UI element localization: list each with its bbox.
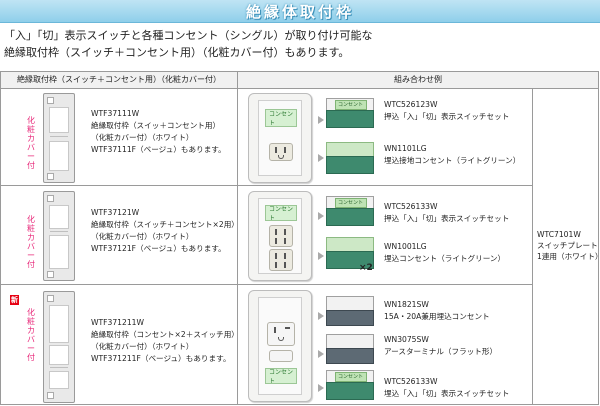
frame-illustration: [43, 93, 75, 183]
intro-line-2: 絶縁取付枠（スイッチ＋コンセント用）（化粧カバー付）もあります。: [4, 46, 350, 59]
new-badge: 新: [10, 295, 19, 305]
outlet-face: [269, 249, 293, 271]
title-banner: 絶縁体取付枠: [0, 0, 600, 23]
cover-label: 化粧カバー付: [27, 116, 35, 170]
outlet-face: [269, 143, 293, 161]
module-code: WTC526133W: [384, 377, 438, 386]
plate-desc: スイッチプレート・: [537, 241, 600, 250]
switch-window: コンセント: [265, 368, 297, 385]
frame-desc: （化粧カバー付）（ホワイト）: [91, 342, 194, 351]
module-code: WN1001LG: [384, 242, 427, 251]
quantity-multiplier: ×2: [359, 263, 373, 273]
plate-desc: 1連用（ホワイト）: [537, 252, 600, 261]
frame-desc: 絶縁取付枠（コンセント×2＋スイッチ用）: [91, 330, 239, 339]
frame-desc: WTF37121F（ベージュ）もあります。: [91, 244, 226, 253]
header-combination-column: 組み合わせ例: [238, 72, 598, 89]
switch-module: コンセント: [326, 98, 374, 128]
terminal-module: [326, 334, 374, 364]
module-code: WTC526123W: [384, 100, 438, 109]
module-desc: 埋込コンセント（ライトグリーン）: [384, 254, 506, 263]
frame-code: WTF37111W: [91, 109, 140, 118]
outlet-module: [326, 296, 374, 326]
module-desc: 押込「入」「切」表示スイッチセット: [384, 214, 510, 223]
plate-illustration: コンセント: [248, 191, 312, 281]
column-divider-plate: [532, 88, 533, 404]
cover-label: 化粧カバー付: [27, 308, 35, 362]
frame-desc: WTF37111F（ベージュ）もあります。: [91, 145, 226, 154]
outlet-module: [326, 237, 374, 269]
outlet-module: [326, 142, 374, 174]
module-code: WN3075SW: [384, 335, 429, 344]
cover-label: 化粧カバー付: [27, 215, 35, 269]
module-desc: 埋込「入」「切」表示スイッチセット: [384, 389, 510, 398]
frame-desc: 絶縁取付枠（スイッチ＋コンセント×2用）: [91, 220, 239, 229]
row-divider: [1, 185, 532, 186]
terminal-face: [269, 350, 293, 362]
frame-desc: （化粧カバー付）（ホワイト）: [91, 133, 194, 142]
frame-code: WTF371211W: [91, 318, 145, 327]
plate-illustration: コンセント: [248, 93, 312, 183]
switch-module: コンセント: [326, 370, 374, 400]
switch-window: コンセント: [265, 205, 297, 222]
plate-illustration: コンセント: [248, 290, 312, 402]
module-desc: 押込「入」「切」表示スイッチセット: [384, 112, 510, 121]
module-code: WN1821SW: [384, 300, 429, 309]
product-table: 絶縁取付枠（スイッチ＋コンセント用）（化粧カバー付） 組み合わせ例 WTC710…: [0, 71, 600, 405]
row-divider: [1, 284, 532, 285]
frame-desc: （化粧カバー付）（ホワイト）: [91, 232, 194, 241]
module-desc: 15A・20A兼用埋込コンセント: [384, 312, 490, 321]
page-title: 絶縁体取付枠: [245, 3, 354, 21]
frame-desc: 絶縁取付枠（スイッ＋コンセント用）: [91, 121, 221, 130]
frame-code: WTF37121W: [91, 208, 140, 217]
module-desc: 埋込接地コンセント（ライトグリーン）: [384, 156, 521, 165]
switch-module: コンセント: [326, 196, 374, 226]
plate-code: WTC7101W: [537, 230, 581, 239]
intro-line-1: 「入」「切」表示スイッチと各種コンセント（シングル）が取り付け可能な: [4, 29, 373, 42]
column-divider: [237, 72, 238, 404]
header-frame-column: 絶縁取付枠（スイッチ＋コンセント用）（化粧カバー付）: [1, 72, 238, 89]
frame-illustration: [43, 291, 75, 403]
outlet-face: [269, 225, 293, 247]
switch-window: コンセント: [265, 109, 297, 127]
frame-desc: WTF371211F（ベージュ）もあります。: [91, 354, 231, 363]
module-code: WTC526133W: [384, 202, 438, 211]
module-code: WN1101LG: [384, 144, 427, 153]
frame-illustration: [43, 191, 75, 281]
outlet-face: [267, 322, 295, 346]
module-desc: アースターミナル（フラット形）: [384, 347, 498, 356]
